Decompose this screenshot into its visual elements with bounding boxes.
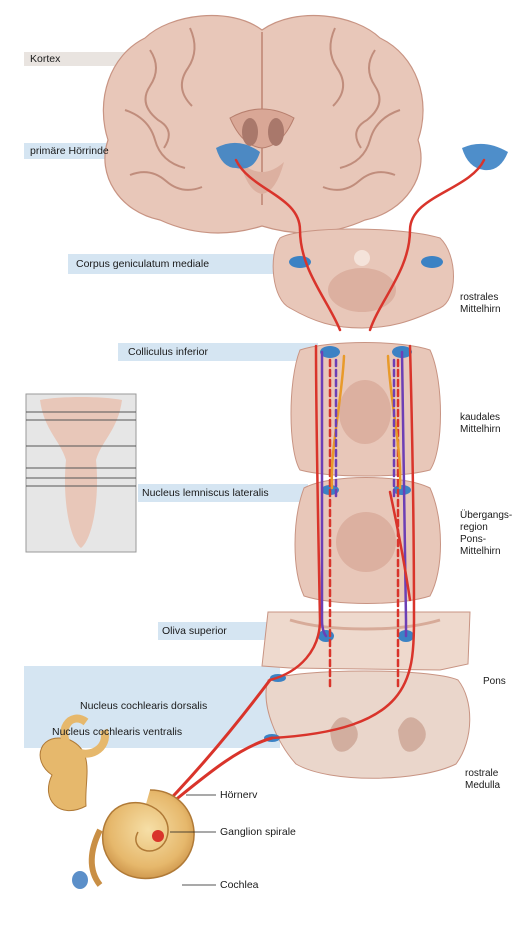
region-label-rostrale-medulla: rostrale Medulla [465,768,500,792]
region-line: kaudales [460,412,501,424]
label-primaere-hoerrinde: primäre Hörrinde [30,145,109,158]
label-colliculus-inferior: Colliculus inferior [128,346,208,359]
label-hoernerv: Hörnerv [220,789,257,802]
region-line: Medulla [465,780,500,792]
label-ganglion-spirale: Ganglion spirale [220,826,296,839]
label-nucleus-cochlearis-ventralis: Nucleus cochlearis ventralis [52,726,182,739]
region-line: Pons [483,676,506,688]
region-line: Mittelhirn [460,546,512,558]
region-line: rostrale [465,768,500,780]
region-line: rostrales [460,292,501,304]
caudal-midbrain-section [291,343,441,477]
pons-section [262,612,470,670]
region-label-kaudales-mittelhirn: kaudales Mittelhirn [460,412,501,436]
region-label-rostrales-mittelhirn: rostrales Mittelhirn [460,292,501,316]
region-line: Pons- [460,534,512,546]
label-nucleus-cochlearis-dorsalis: Nucleus cochlearis dorsalis [80,700,207,713]
region-line: Mittelhirn [460,304,501,316]
right-auditory-cortex-nucleus [462,144,508,170]
label-nucleus-lemniscus-lateralis: Nucleus lemniscus lateralis [142,487,269,500]
rostral-medulla-section [264,671,470,778]
region-line: region [460,522,512,534]
label-cochlea: Cochlea [220,879,259,892]
region-line: Mittelhirn [460,424,501,436]
brainstem-inset-overview [26,394,136,552]
region-label-pons: Pons [483,676,506,688]
label-corpus-geniculatum-mediale: Corpus geniculatum mediale [76,258,209,271]
region-line: Übergangs- [460,510,512,522]
label-oliva-superior: Oliva superior [162,625,227,638]
label-kortex: Kortex [30,53,60,66]
cochlea-spiral [103,790,194,878]
cortex-coronal-section [103,16,423,233]
region-label-uebergangsregion: Übergangs- region Pons- Mittelhirn [460,510,512,558]
